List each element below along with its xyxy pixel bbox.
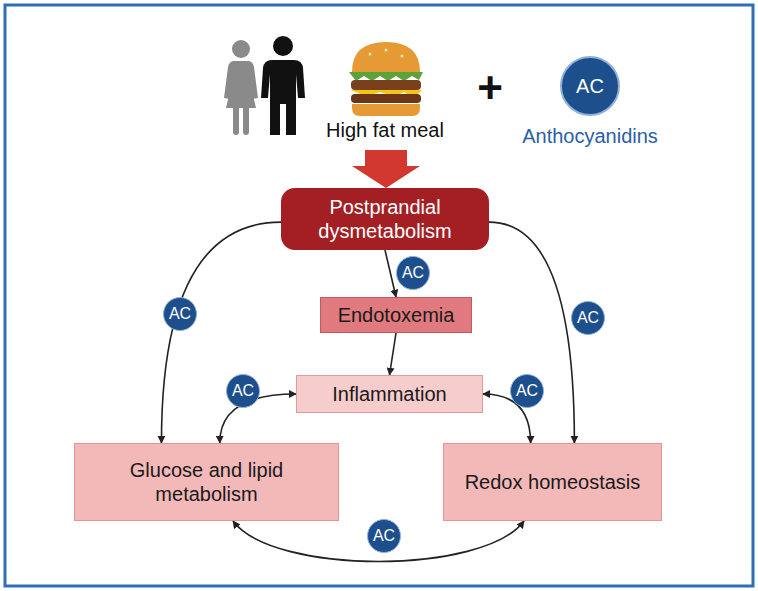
dysmetabolism-box: Postprandial dysmetabolism: [281, 188, 489, 250]
big-down-arrow: [352, 150, 420, 188]
connector-arrow: [161, 222, 281, 443]
connector-arrow: [385, 250, 396, 297]
ac-badge: AC: [163, 297, 197, 331]
outer-frame: [5, 5, 753, 586]
endotoxemia-box: Endotoxemia: [320, 297, 472, 333]
box-text: Postprandial dysmetabolism: [289, 195, 481, 243]
metabolism-box: Glucose and lipid metabolism: [74, 443, 339, 521]
ac-badge: AC: [396, 256, 430, 290]
box-text: Endotoxemia: [338, 303, 455, 327]
meal-caption: High fat meal: [326, 118, 444, 142]
woman-icon: [224, 40, 258, 135]
anthocyanidin-label: Anthocyanidins: [522, 124, 658, 148]
connector-arrow: [390, 333, 397, 375]
inflammation-box: Inflammation: [296, 375, 483, 413]
redox-box: Redox homeostasis: [443, 443, 662, 521]
anthocyanidin-circle: AC: [560, 56, 620, 116]
ac-badge: AC: [571, 301, 605, 335]
anthocyanidin-node: AC Anthocyanidins: [520, 56, 660, 160]
ac-badge: AC: [367, 519, 401, 553]
man-icon: [261, 36, 305, 135]
burger-icon: [349, 42, 423, 116]
box-text: Glucose and lipid metabolism: [83, 458, 330, 506]
ac-badge: AC: [226, 374, 260, 408]
box-text: Inflammation: [332, 382, 447, 406]
connector-arrow: [489, 222, 574, 443]
ac-badge: AC: [510, 374, 544, 408]
box-text: Redox homeostasis: [465, 470, 641, 494]
plus-sign: +: [477, 62, 503, 115]
